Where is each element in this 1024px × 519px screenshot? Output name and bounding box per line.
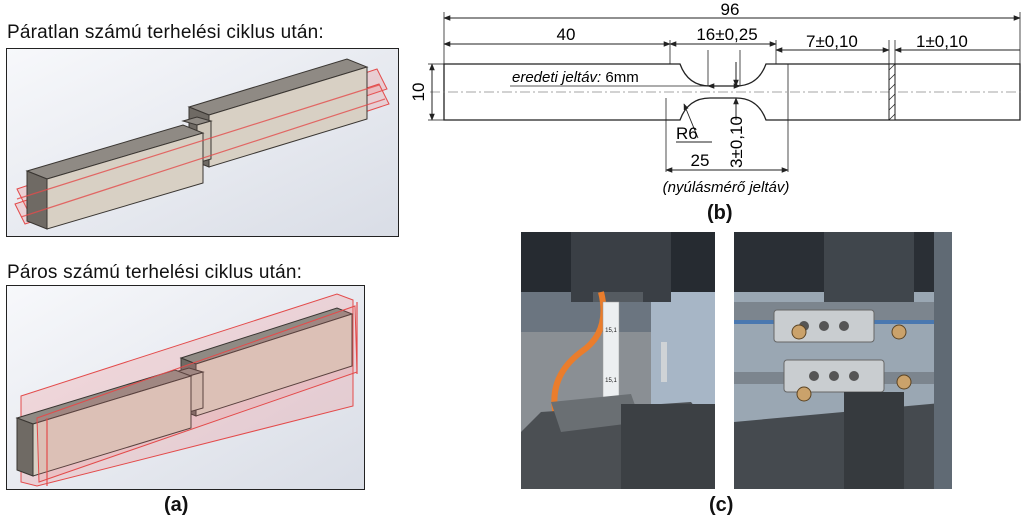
dim-height-text: 10	[409, 83, 428, 102]
specimen-mark: 15,1	[605, 328, 617, 334]
even-cycle-specimen-drawing	[7, 286, 364, 489]
odd-cycle-specimen-drawing	[7, 49, 398, 236]
gauge-label-value: 6mm	[601, 69, 639, 86]
gauge-label-italic: eredeti jeltáv:	[512, 69, 601, 86]
panel-b-label: (b)	[707, 202, 733, 224]
red-plane-line	[16, 84, 380, 200]
technical-drawing: 96 40 16±0,25 7±0,10 1±0,10 10 eredeti j…	[409, 0, 1024, 196]
specimen-mark: 15,1	[605, 378, 617, 384]
red-plane-line	[20, 98, 386, 218]
photo-extensometer	[734, 232, 952, 489]
panel-a-bottom-view	[6, 285, 365, 490]
left-grip-end	[16, 417, 34, 477]
dim-overall-text: 96	[721, 0, 740, 19]
dim-radius-text: R6	[676, 124, 698, 143]
radius-leader	[683, 103, 699, 139]
panel-a-top-heading: Páratlan számú terhelési ciklus után:	[7, 22, 324, 43]
thickness-section	[888, 63, 896, 121]
dim-extensometer-text: 25	[691, 151, 710, 170]
photo-tensile-test: 15,1 15,1	[521, 232, 715, 489]
dim-thickness-text: 1±0,10	[916, 32, 968, 51]
extensometer-label: (nyúlásmérő jeltáv)	[663, 179, 790, 196]
dim-gauge-width-text: 16±0,25	[696, 25, 757, 44]
dim-transition-text: 7±0,10	[806, 32, 858, 51]
dim-neck-text: 3±0,10	[727, 116, 746, 168]
left-grip-end	[26, 170, 48, 230]
dim-grip-text: 40	[557, 25, 576, 44]
panel-a-bottom-heading: Páros számú terhelési ciklus után:	[7, 262, 303, 283]
panel-a-label: (a)	[164, 494, 189, 516]
svg-text:eredeti jeltáv: 6mm: eredeti jeltáv: 6mm	[512, 69, 639, 86]
panel-c-label: (c)	[709, 494, 734, 516]
panel-a-top-view	[6, 48, 399, 237]
